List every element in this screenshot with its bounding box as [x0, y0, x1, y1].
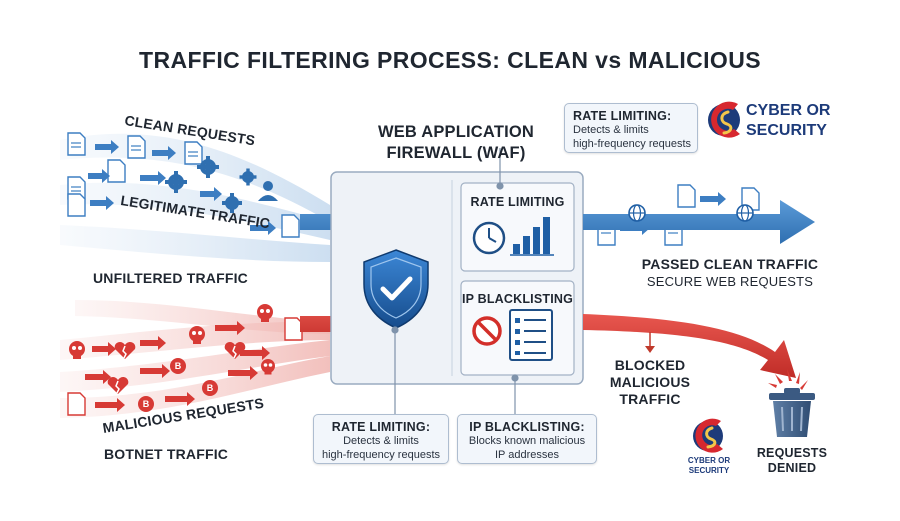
waf-title-line1: WEB APPLICATION — [377, 123, 535, 141]
diagram-title: TRAFFIC FILTERING PROCESS: CLEAN vs MALI… — [139, 47, 761, 73]
blocked-label-line1: BLOCKED — [614, 357, 686, 373]
svg-text:B: B — [207, 383, 214, 393]
globe-icon — [736, 204, 754, 222]
globe-icon — [628, 204, 646, 222]
callout-text-line1: Blocks known malicious — [468, 435, 586, 447]
callout-heading: RATE LIMITING: — [331, 420, 431, 434]
ip-blacklisting-panel-label: IP BLACKLISTING — [461, 292, 574, 306]
rate-limiting-panel-label: RATE LIMITING — [470, 195, 565, 209]
brand-logo-word2: SECURITY — [746, 122, 827, 139]
passed-clean-arrow — [583, 200, 815, 244]
svg-text:B: B — [143, 399, 150, 409]
document-lines — [71, 142, 678, 234]
list-icon — [509, 309, 553, 361]
botnet-traffic-label: BOTNET TRAFFIC — [104, 446, 229, 462]
user-icon — [258, 181, 278, 201]
skull-icons — [69, 304, 275, 375]
malicious-document-icons — [67, 317, 303, 416]
malicious-flow-arrows — [85, 321, 270, 412]
broken-heart-icons — [107, 342, 246, 394]
rate-limiting-callout-bottom: RATE LIMITING: Detects & limits high-fre… — [313, 414, 449, 464]
brand-logo-small-word2: SECURITY — [688, 466, 730, 475]
waf-title-line2: FIREWALL (WAF) — [386, 144, 526, 162]
block-icon — [472, 316, 502, 346]
bitcoin-icons: B B B — [138, 358, 218, 412]
callout-text-line2: IP addresses — [494, 449, 559, 461]
bar-chart-icon — [510, 217, 554, 256]
passed-clean-traffic-label: PASSED CLEAN TRAFFIC — [641, 256, 819, 272]
blocked-label-line2: MALICIOUS — [609, 374, 691, 390]
blocked-label-line3: TRAFFIC — [619, 391, 681, 407]
rate-limiting-callout-top: RATE LIMITING: Detects & limits high-fre… — [564, 103, 698, 153]
brand-logo-mark — [708, 101, 740, 138]
brand-logo-word1: CYBER OR — [746, 102, 831, 119]
callout-leaders — [391, 148, 519, 415]
requests-denied-line2: DENIED — [767, 461, 817, 475]
requests-denied-line1: REQUESTS — [756, 446, 828, 460]
blocked-malicious-arrow — [583, 314, 796, 378]
trash-icon — [768, 369, 815, 437]
blocked-leader — [645, 332, 655, 353]
brand-logo-small-word1: CYBER OR — [687, 456, 731, 465]
callout-heading: RATE LIMITING: — [573, 109, 672, 123]
brand-logo-mark-small — [693, 418, 723, 453]
clean-document-icons — [67, 132, 760, 246]
unfiltered-traffic-label: UNFILTERED TRAFFIC — [93, 270, 248, 286]
gear-icons — [165, 156, 257, 213]
callout-text-line2: high-frequency requests — [573, 138, 692, 150]
clock-icon — [472, 221, 506, 255]
secure-web-requests-label: SECURE WEB REQUESTS — [646, 274, 814, 289]
callout-text-line2: high-frequency requests — [321, 449, 440, 461]
callout-heading: IP BLACKLISTING: — [469, 420, 585, 434]
callout-text-line1: Detects & limits — [573, 124, 649, 136]
svg-text:B: B — [175, 361, 182, 371]
callout-text-line1: Detects & limits — [343, 435, 419, 447]
ip-blacklisting-callout: IP BLACKLISTING: Blocks known malicious … — [457, 414, 597, 464]
